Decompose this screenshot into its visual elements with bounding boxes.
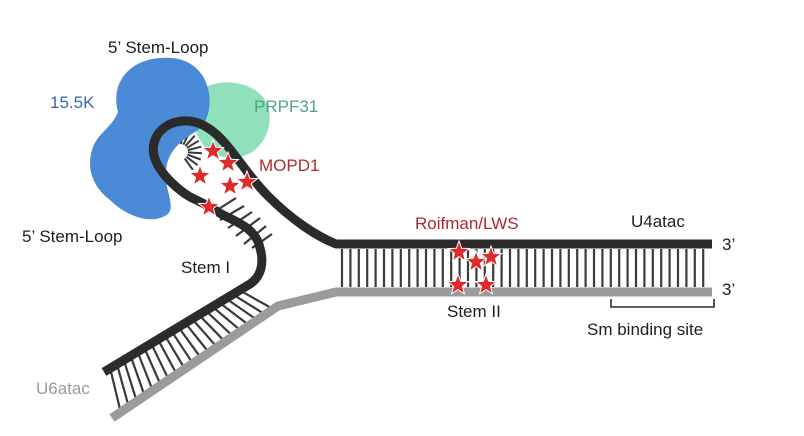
base-pair-rung [109,371,121,409]
star-icon [216,150,240,174]
base-pair-rung [165,337,185,367]
label-stem-i: Stem I [181,258,231,277]
mutation-markers [188,138,503,296]
base-pair-rung [137,354,153,388]
label-stem-loop-left: 5’ Stem-Loop [22,227,123,246]
label-3prime-top: 3’ [722,235,736,254]
sm-binding-bracket [610,299,715,308]
label-mopd1: MOPD1 [259,156,320,175]
star-icon [235,169,259,193]
prpf31-protein [190,82,270,158]
label-3prime-bottom: 3’ [722,280,736,299]
star-icon [197,194,221,218]
base-pair-rung [144,350,161,383]
label-15-5k: 15.5K [50,93,95,112]
base-pair-rung [179,329,200,356]
star-icon [447,239,471,263]
label-u4atac: U4atac [631,212,685,231]
star-icon [446,272,470,296]
base-pair-rung [130,358,145,394]
base-pair-rung [172,333,192,362]
label-prpf31: PRPF31 [254,97,319,116]
star-icon [218,173,242,197]
loop-rung [183,157,194,171]
base-pair-rung [200,316,224,341]
base-pair-rung [151,346,169,378]
base-pair-rung [228,299,255,319]
base-pair-rungs [109,197,705,409]
star-icon [479,244,503,268]
base-pair-rung [158,341,177,372]
15-5k-protein [90,57,210,220]
loop-rung [184,135,196,147]
loop-rung [187,151,203,155]
base-pair-rung [207,312,232,335]
loop-rung [187,153,202,161]
star-icon [188,163,212,187]
base-pair-rung [221,303,248,325]
loop-rung [186,139,200,149]
u6atac-strand [109,287,712,422]
label-stem-ii: Stem II [447,302,501,321]
base-pair-rung [214,308,240,330]
u4atac-strand [101,116,712,376]
star-icon [464,249,488,273]
base-pair-rung [235,295,263,314]
base-pair-rung [242,291,271,309]
loop-rung [185,156,199,166]
base-pair-rung [123,363,137,399]
label-roifman-lws: Roifman/LWS [415,214,519,233]
star-icon [201,138,225,162]
label-stem-loop-top: 5’ Stem-Loop [108,38,209,57]
base-pair-rung [193,320,216,346]
loop-rung [187,145,202,152]
label-sm-binding-site: Sm binding site [587,320,704,339]
base-pair-rung [116,367,129,404]
star-icon [474,272,498,296]
base-pair-rung [186,325,208,351]
label-u6atac: U6atac [36,379,90,398]
